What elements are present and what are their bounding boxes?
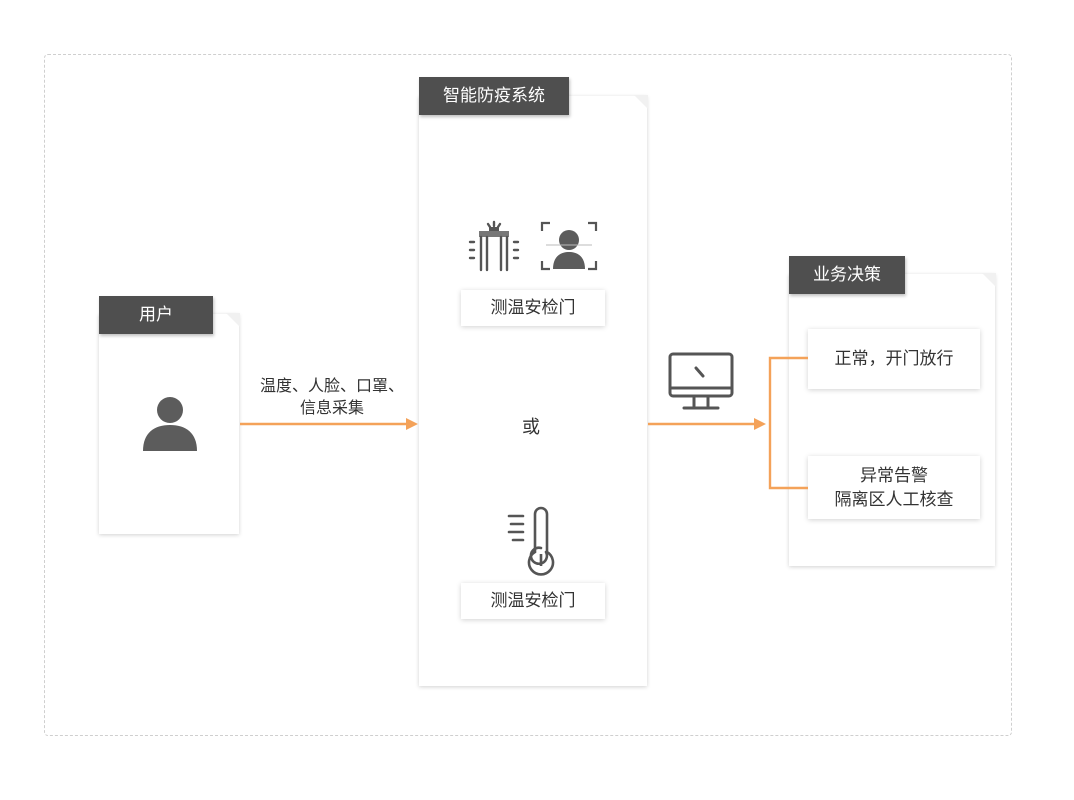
edge-label-line-2: 信息采集 xyxy=(299,398,364,417)
or-label: 或 xyxy=(522,417,540,438)
arrowhead-system-to-decision xyxy=(754,418,766,430)
abnormal-card: 异常告警 隔离区人工核查 xyxy=(808,456,980,519)
monitor-icon xyxy=(668,352,734,410)
panel-fold xyxy=(226,313,240,327)
thermometer-icon xyxy=(507,506,555,576)
branch-connector xyxy=(768,356,808,490)
security-gate-icon xyxy=(468,220,520,272)
normal-card: 正常，开门放行 xyxy=(808,329,980,389)
user-panel-tag: 用户 xyxy=(99,296,213,334)
system-panel-tag: 智能防疫系统 xyxy=(419,77,569,115)
gate-card-top: 测温安检门 xyxy=(461,290,605,326)
person-icon xyxy=(143,397,197,451)
abnormal-line-1: 异常告警 xyxy=(860,465,928,486)
user-panel xyxy=(99,313,240,534)
edge-label-line-1: 温度、人脸、口罩、 xyxy=(259,376,404,395)
panel-fold xyxy=(634,95,648,109)
panel-fold xyxy=(982,273,996,287)
diagram-frame xyxy=(44,54,1012,736)
gate-card-bottom: 测温安检门 xyxy=(461,583,605,619)
face-scan-icon xyxy=(540,221,598,271)
decision-panel-tag: 业务决策 xyxy=(789,256,905,294)
arrowhead-user-to-system xyxy=(406,418,418,430)
edge-label-collection: 温度、人脸、口罩、 信息采集 xyxy=(244,375,420,419)
abnormal-line-2: 隔离区人工核查 xyxy=(834,489,954,510)
